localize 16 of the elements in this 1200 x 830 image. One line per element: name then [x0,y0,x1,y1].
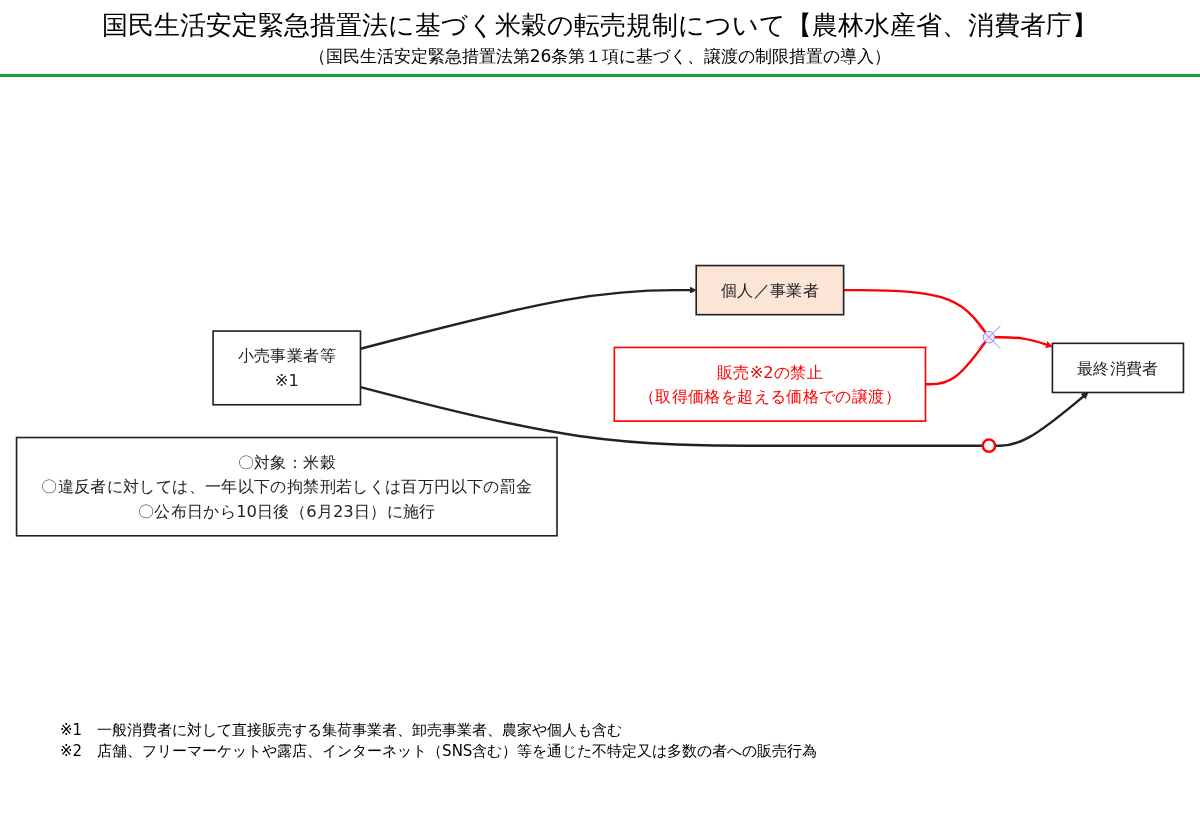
node-box: 小売事業者等 ※1 [212,330,362,406]
connector [843,289,987,334]
connector [360,386,983,448]
footnote: ※1 一般消費者に対して直接販売する集荷事業者、卸売事業者、農家や個人も含む [60,721,624,740]
node-box: 最終消費者 [1051,342,1185,394]
subtitle: （国民生活安定緊急措置法第26条第１項に基づく、譲渡の制限措置の導入） [0,45,1200,77]
node-box: 個人／事業者 [695,265,845,316]
arrow [360,286,697,351]
footnote: ※2 店舗、フリーマーケットや露店、インターネット（SNS含む）等を通じた不特定又は多数の者への販売行為 [60,742,819,761]
connector [925,341,987,386]
node-circle [981,438,997,454]
node-box: 販売※2の禁止 （取得価格を超える価格での譲渡） [613,346,927,423]
arrow [995,392,1089,448]
node-box: 〇対象：米穀 〇違反者に対しては、一年以下の拘禁刑若しくは百万円以下の罰金 〇公布日から10日後（6月23日）に施行 [15,437,558,537]
arrow [994,336,1053,349]
title: 国民生活安定緊急措置法に基づく米穀の転売規制について【農林水産省、消費者庁】 [101,9,1099,42]
